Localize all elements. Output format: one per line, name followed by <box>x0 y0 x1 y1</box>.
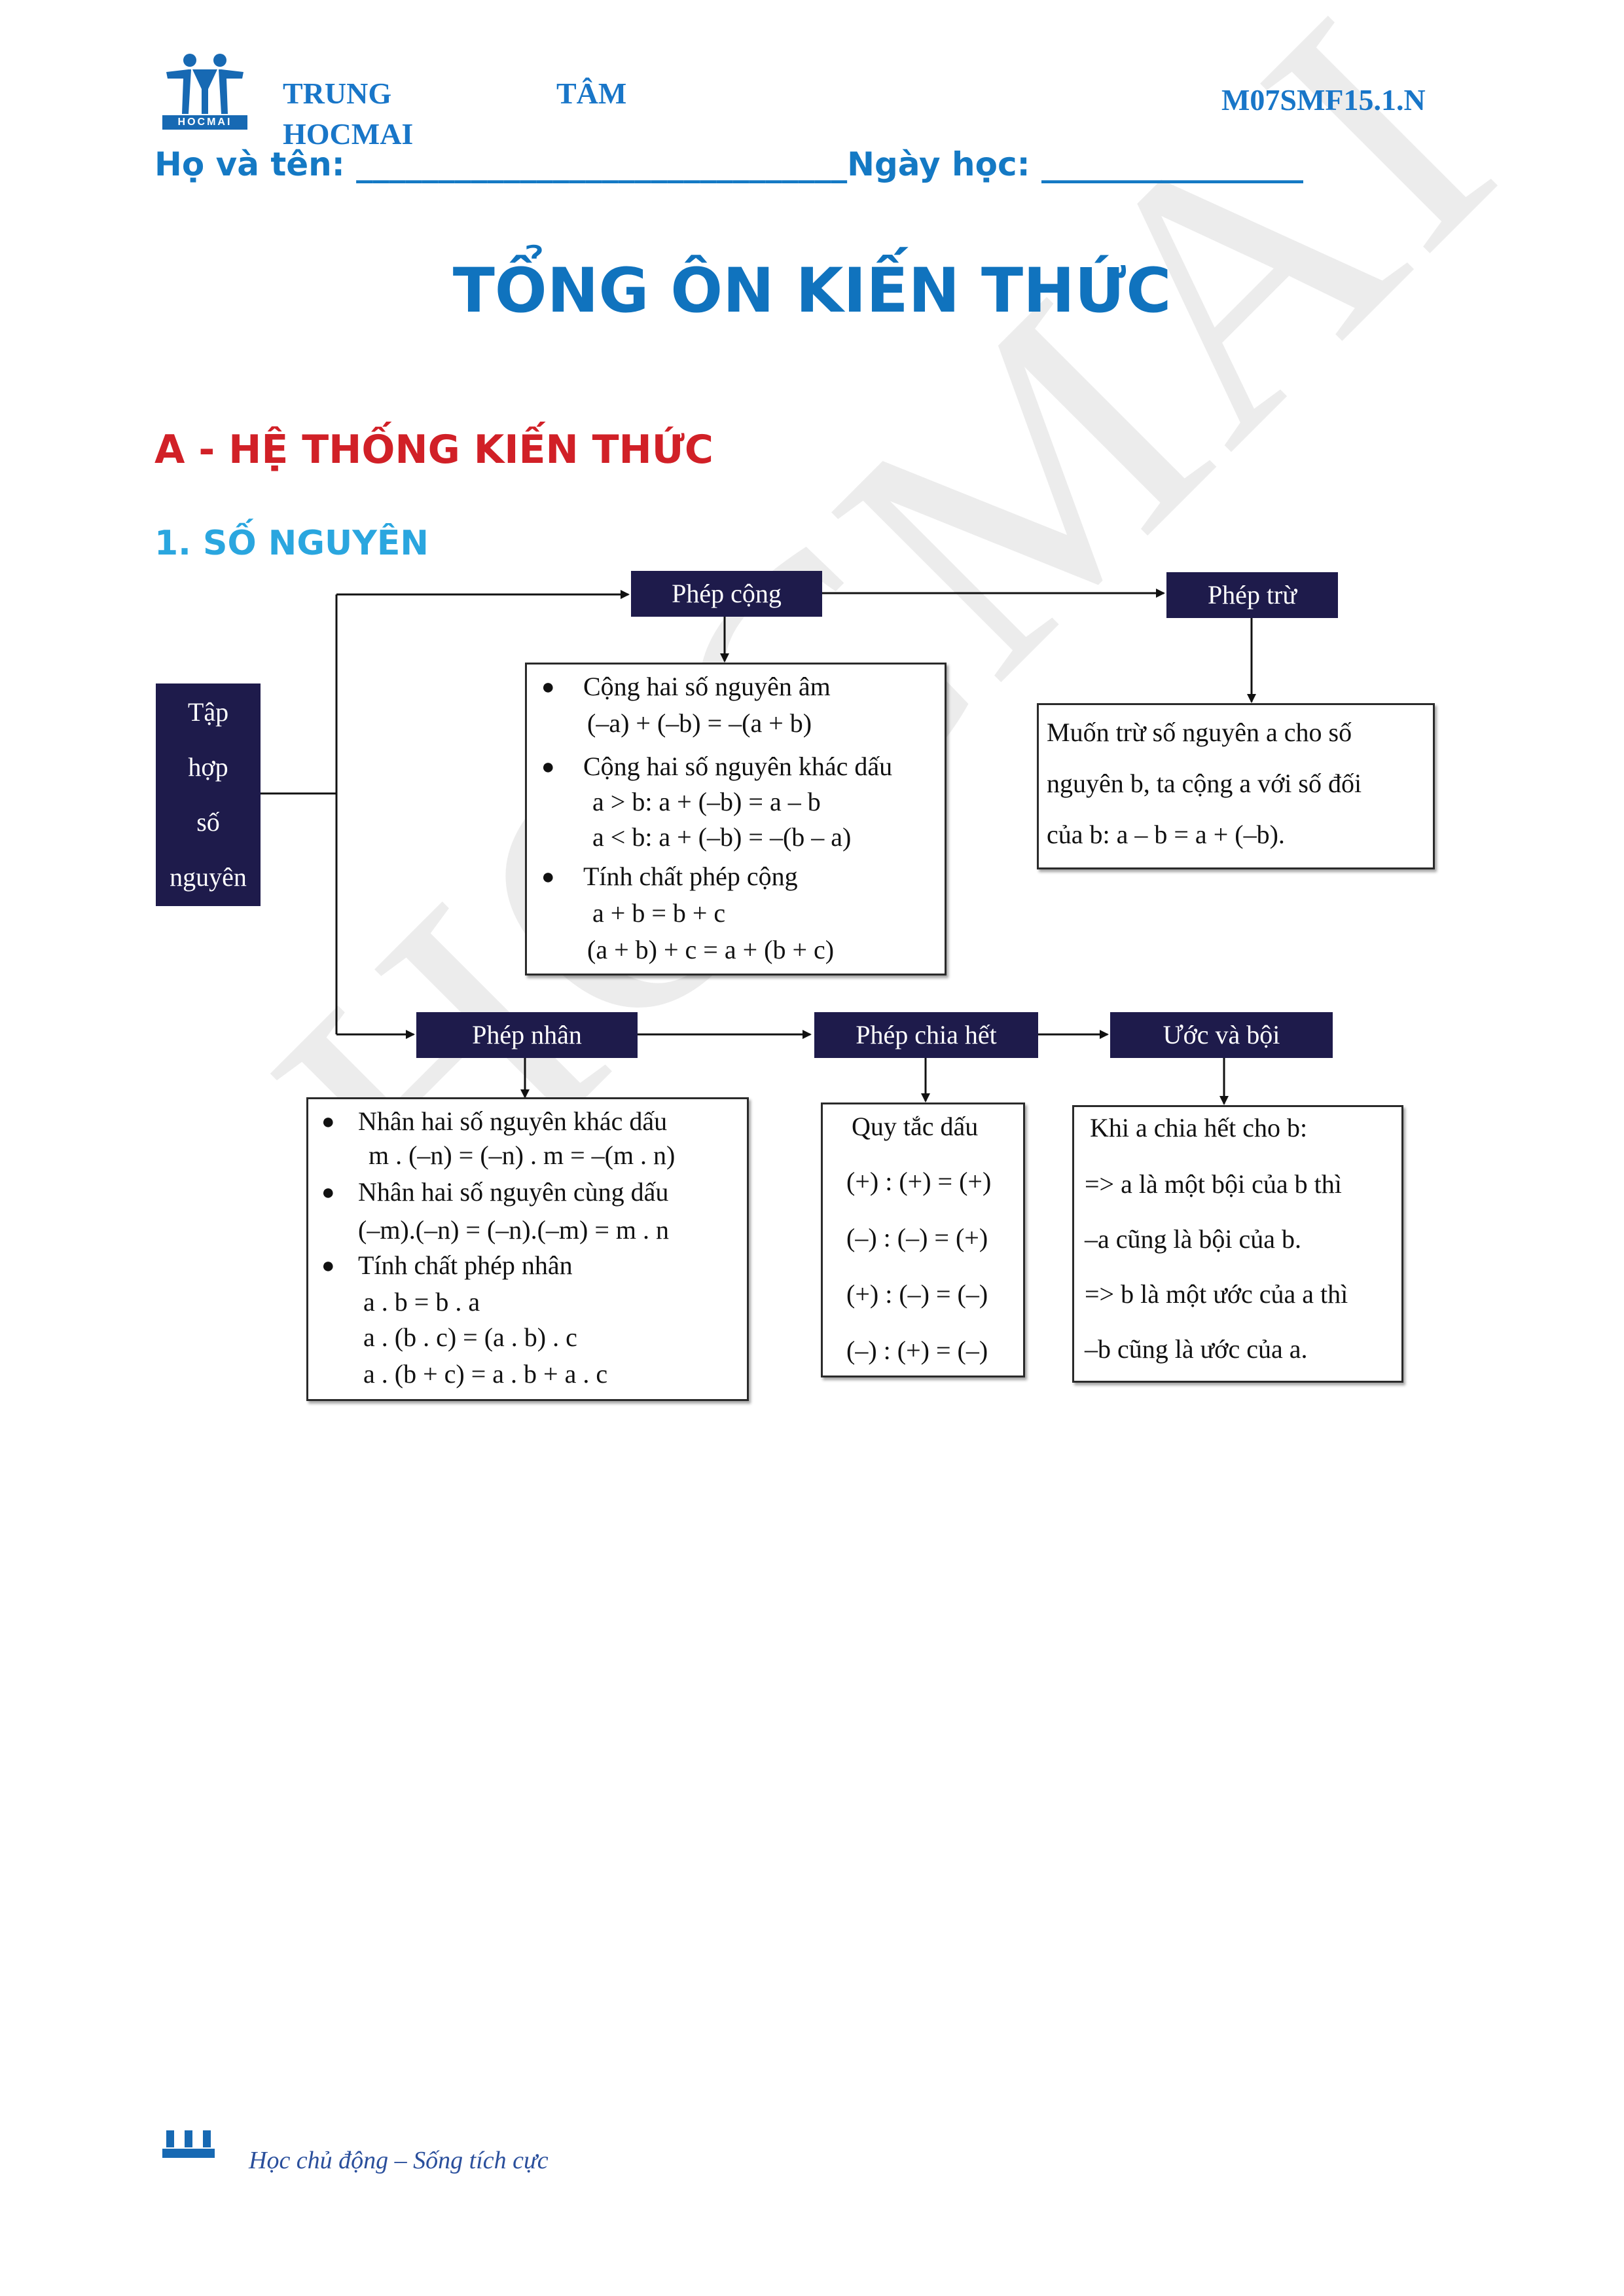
box-phep-nhan: ● Nhân hai số nguyên khác dấu m . (–n) =… <box>306 1097 749 1401</box>
section-1-heading: 1. SỐ NGUYÊN <box>154 524 429 563</box>
box-uoc-va-boi: Khi a chia hết cho b: => a là một bội củ… <box>1072 1105 1403 1383</box>
hocmai-logo <box>166 54 244 114</box>
bullet-icon: ● <box>321 1180 335 1205</box>
nhan-line-1: Nhân hai số nguyên khác dấu <box>358 1106 668 1136</box>
root-line-4: nguyên <box>170 862 247 892</box>
cong-line-8: (a + b) + c = a + (b + c) <box>587 935 835 964</box>
tru-line-2: nguyên b, ta cộng a với số đối <box>1047 769 1362 798</box>
chia-line-4: (+) : (–) = (–) <box>846 1279 988 1309</box>
uoc-line-4: => b là một ước của a thì <box>1085 1279 1348 1309</box>
chia-line-5: (–) : (+) = (–) <box>846 1336 988 1365</box>
document-code: M07SMF15.1.N <box>1221 83 1426 117</box>
center-name-word1: TRUNG <box>283 77 392 110</box>
nhan-line-8: a . (b + c) = a . b + a . c <box>363 1359 608 1389</box>
uoc-line-3: –a cũng là bội của b. <box>1085 1224 1301 1254</box>
bullet-icon: ● <box>541 755 555 779</box>
page-title: TỔNG ÔN KIẾN THỨC <box>452 255 1172 327</box>
bullet-icon: ● <box>541 865 555 889</box>
cong-line-3: Cộng hai số nguyên khác dấu <box>583 752 893 781</box>
center-name-word2: TÂM <box>556 77 627 110</box>
bullet-icon: ● <box>541 675 555 699</box>
footer-logo <box>162 2130 215 2158</box>
root-node-integer-set: Tập hợp số nguyên <box>156 683 261 906</box>
chia-line-3: (–) : (–) = (+) <box>846 1223 988 1252</box>
node-phep-tru: Phép trừ <box>1166 572 1338 618</box>
cong-line-5: a < b: a + (–b) = –(b – a) <box>592 822 852 852</box>
node-phep-cong: Phép cộng <box>631 571 822 617</box>
tru-line-1: Muốn trừ số nguyên a cho số <box>1047 718 1352 747</box>
logo-text: HOCMAI <box>162 115 247 130</box>
section-a-heading: A - HỆ THỐNG KIẾN THỨC <box>154 427 713 473</box>
nhan-line-6: a . b = b . a <box>363 1287 480 1317</box>
chia-line-1: Quy tắc dấu <box>852 1112 979 1141</box>
cong-line-6: Tính chất phép cộng <box>583 862 798 891</box>
box-phep-chia-het: Quy tắc dấu (+) : (+) = (+) (–) : (–) = … <box>821 1102 1025 1377</box>
center-name-word3: HOCMAI <box>283 117 414 151</box>
uoc-line-1: Khi a chia hết cho b: <box>1090 1113 1308 1142</box>
bullet-icon: ● <box>321 1254 335 1278</box>
cong-line-4: a > b: a + (–b) = a – b <box>592 787 821 816</box>
nhan-line-7: a . (b . c) = (a . b) . c <box>363 1322 577 1352</box>
root-line-1: Tập <box>187 697 229 727</box>
nhan-line-5: Tính chất phép nhân <box>358 1250 573 1280</box>
chia-line-2: (+) : (+) = (+) <box>846 1167 992 1196</box>
footer-slogan: Học chủ động – Sống tích cực <box>249 2147 549 2174</box>
box-phep-cong: ● Cộng hai số nguyên âm (–a) + (–b) = –(… <box>525 663 947 975</box>
cong-line-2: (–a) + (–b) = –(a + b) <box>587 708 812 738</box>
box-phep-tru: Muốn trừ số nguyên a cho số nguyên b, ta… <box>1037 703 1435 869</box>
uoc-line-5: –b cũng là ước của a. <box>1085 1334 1308 1364</box>
root-line-2: hợp <box>188 752 228 782</box>
nhan-line-4: (–m).(–n) = (–n).(–m) = m . n <box>358 1215 670 1245</box>
uoc-line-2: => a là một bội của b thì <box>1085 1169 1342 1199</box>
root-line-3: số <box>196 807 220 837</box>
bullet-icon: ● <box>321 1110 335 1134</box>
nhan-line-2: m . (–n) = (–n) . m = –(m . n) <box>369 1140 676 1170</box>
node-phep-nhan: Phép nhân <box>416 1012 638 1058</box>
tru-line-3: của b: a – b = a + (–b). <box>1047 820 1285 849</box>
cong-line-7: a + b = b + c <box>592 898 726 928</box>
nhan-line-3: Nhân hai số nguyên cùng dấu <box>358 1177 669 1207</box>
node-phep-chia-het: Phép chia hết <box>814 1012 1038 1058</box>
node-uoc-va-boi: Ước và bội <box>1110 1012 1333 1058</box>
name-date-line: Họ và tên: _____________________________… <box>154 145 1303 183</box>
cong-line-1: Cộng hai số nguyên âm <box>583 672 831 701</box>
